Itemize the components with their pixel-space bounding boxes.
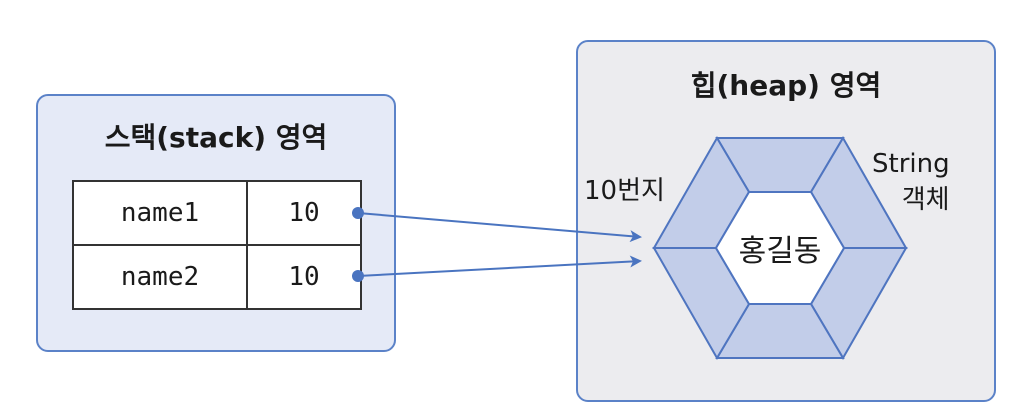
string-object-value: 홍길동 <box>738 234 822 269</box>
heap-region-title: 힙(heap) 영역 <box>690 69 882 102</box>
reference-dot-2 <box>352 270 364 282</box>
variable-name-cell: name2 <box>72 244 248 310</box>
object-type-label-line1: String <box>872 149 950 179</box>
address-label: 10번지 <box>584 176 665 206</box>
reference-arrow-1 <box>357 212 642 243</box>
reference-arrow-2 <box>357 255 642 277</box>
object-type-label-line2: 객체 <box>901 185 950 215</box>
variable-name-cell: name1 <box>72 180 248 246</box>
table-row: name2 10 <box>72 244 362 310</box>
table-row: name1 10 <box>72 180 362 246</box>
hex-inner <box>714 191 846 305</box>
stack-region: 스택(stack) 영역 name1 10 name2 10 <box>36 94 396 352</box>
variable-table: name1 10 name2 10 <box>72 180 362 310</box>
variable-value-cell: 10 <box>246 244 362 310</box>
object-type-label: String 객체 <box>872 146 950 218</box>
reference-dot-1 <box>352 207 364 219</box>
stack-region-title: 스택(stack) 영역 <box>104 121 328 154</box>
